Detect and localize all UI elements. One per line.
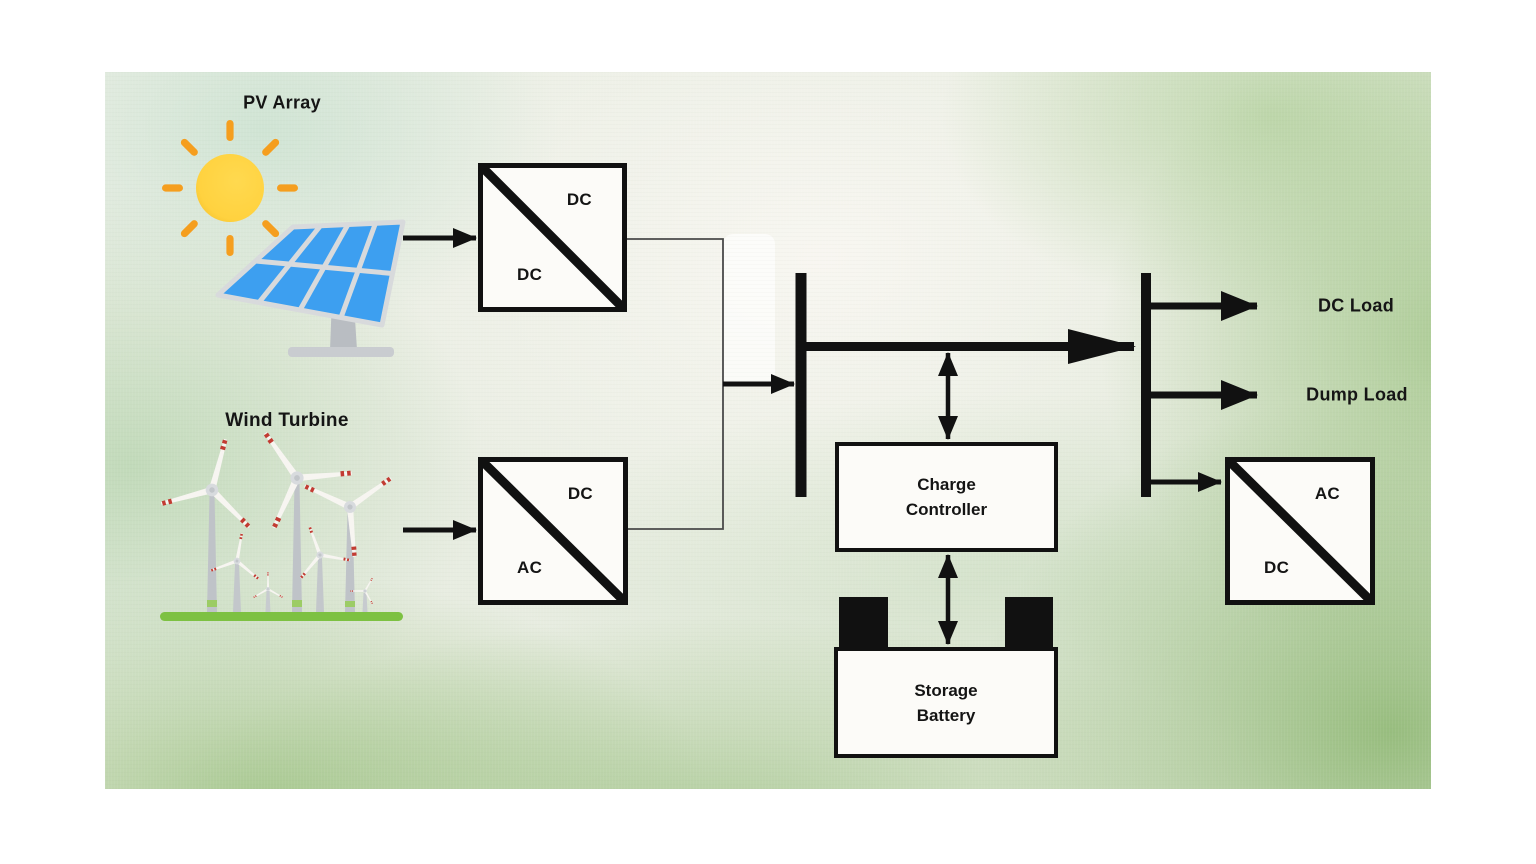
sun-icon <box>162 120 298 256</box>
converter-top-label: DC <box>566 190 592 209</box>
converter-output-connector <box>627 238 724 530</box>
storage-battery-box: Storage Battery <box>834 647 1058 758</box>
dc-load-label: DC Load <box>1317 295 1395 316</box>
pv-dc-dc-converter: DC DC <box>478 163 627 312</box>
watercolor-background <box>105 72 1431 789</box>
storage-battery-label-line2: Battery <box>916 705 976 725</box>
pv-array-label: PV Array <box>243 92 321 113</box>
converter-diagonal <box>483 462 623 600</box>
converter-bottom-label: DC <box>1264 558 1290 577</box>
load-dc-ac-inverter: AC DC <box>1225 457 1375 605</box>
battery-terminal-left <box>839 597 888 650</box>
charge-controller-label-line1: Charge <box>917 475 976 494</box>
converter-diagonal <box>1230 462 1370 600</box>
charge-controller-label-line2: Controller <box>905 500 988 519</box>
battery-terminal-right <box>1005 597 1053 650</box>
converter-diagonal <box>483 168 622 307</box>
dump-load-label: Dump Load <box>1306 384 1408 405</box>
converter-bottom-label: AC <box>517 558 543 577</box>
solar-panel-icon <box>215 219 406 357</box>
wind-turbine-label: Wind Turbine <box>225 410 349 431</box>
converter-bottom-label: DC <box>517 265 543 284</box>
ground-bar <box>160 612 403 621</box>
converter-top-label: DC <box>567 484 593 503</box>
converter-top-label: AC <box>1314 484 1340 503</box>
wind-turbine-icon <box>159 404 417 621</box>
wind-ac-dc-converter: DC AC <box>478 457 628 605</box>
storage-battery-label-line1: Storage <box>914 680 978 700</box>
charge-controller-box: Charge Controller <box>835 442 1058 552</box>
